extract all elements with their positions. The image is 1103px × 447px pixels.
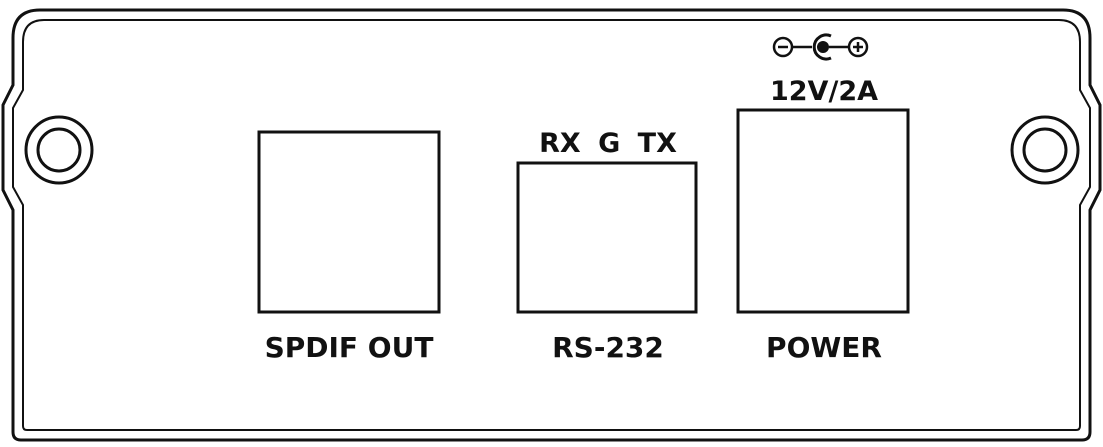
rs232-label: RS-232 xyxy=(552,331,664,364)
right-mounting-screw xyxy=(1010,115,1080,185)
rs232-port xyxy=(516,161,698,314)
center-positive-polarity-icon xyxy=(772,33,869,61)
power-rating-label: 12V/2A xyxy=(769,76,878,107)
spdif-out-port xyxy=(257,130,441,314)
rs232-pin-labels: RX G TX xyxy=(539,128,677,159)
power-port xyxy=(736,108,910,314)
spdif-out-label: SPDIF OUT xyxy=(264,331,434,364)
left-mounting-screw xyxy=(24,115,94,185)
panel-outline xyxy=(1,8,1102,442)
power-label: POWER xyxy=(766,331,882,364)
panel-inner-outline xyxy=(12,19,1091,431)
